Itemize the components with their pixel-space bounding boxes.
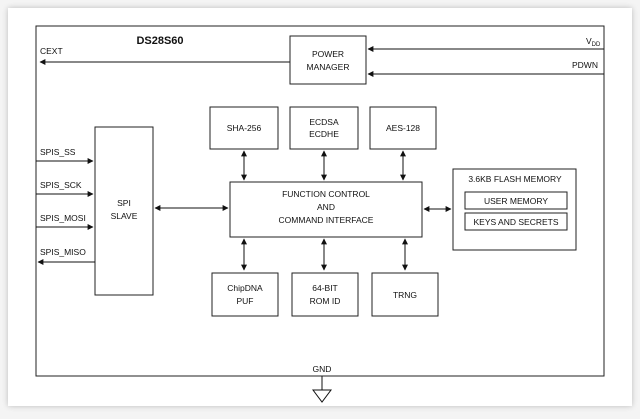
pin-pdwn-label: PDWN [572,60,598,70]
puf-label-1: ChipDNA [227,283,263,293]
romid-block [291,272,359,317]
keys-secrets-block [464,212,568,231]
romid-label-1: 64-BIT [312,283,338,293]
aes128-block [369,106,437,150]
pin-cext-label: CEXT [40,46,63,56]
ecdsa-block [289,106,359,150]
aes128-label: AES-128 [386,123,420,133]
ecdsa-label-2: ECDHE [309,129,339,139]
function-control-label-1: FUNCTION CONTROL [282,189,370,199]
ecdsa-label-1: ECDSA [309,117,339,127]
pin-gnd-label: GND [313,364,332,374]
pin-spis-sck-label: SPIS_SCK [40,180,82,190]
power-manager-label-1: POWER [312,49,344,59]
ground-icon [312,389,332,403]
power-manager-label-2: MANAGER [307,62,350,72]
puf-label-2: PUF [237,296,254,306]
pin-spis-miso-label: SPIS_MISO [40,247,86,257]
user-memory-block [464,191,568,210]
function-control-label-3: COMMAND INTERFACE [279,215,374,225]
trng-label: TRNG [393,290,417,300]
pin-vdd-label: VDD [586,36,601,48]
sha256-label: SHA-256 [227,123,262,133]
user-memory-label: USER MEMORY [484,196,548,206]
pin-spis-ss-label: SPIS_SS [40,147,76,157]
pin-spis-mosi-label: SPIS_MOSI [40,213,86,223]
spi-slave-block [94,126,154,296]
puf-block [211,272,279,317]
power-manager-block [289,35,367,85]
spi-slave-label-2: SLAVE [111,211,138,221]
chip-title: DS28S60 [136,35,183,47]
sha256-block [209,106,279,150]
function-control-label-2: AND [317,202,335,212]
function-control-block [229,181,423,238]
trng-block [371,272,439,317]
keys-secrets-label: KEYS AND SECRETS [473,217,558,227]
spi-slave-label-1: SPI [117,198,131,208]
flash-memory-label: 3.6KB FLASH MEMORY [468,174,562,184]
romid-label-2: ROM ID [310,296,341,306]
